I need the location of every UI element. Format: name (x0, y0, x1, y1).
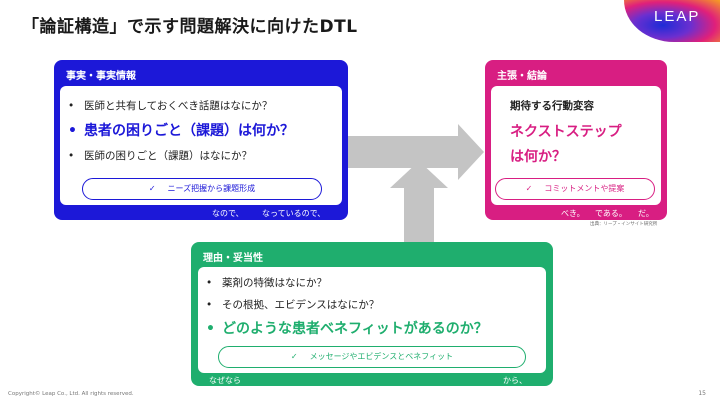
check-icon: ✓ (290, 352, 298, 361)
fact-item-3: 医師の困りごと（課題）はなにか？ (84, 150, 252, 162)
logo-text: LEAP (654, 8, 701, 25)
reason-pill-label: メッセージやエビデンスとベネフィット (309, 352, 454, 361)
list-item: • どのような患者ベネフィットがあるのか？ (206, 318, 488, 338)
source-note: 出典：リープ・インサイト研究所 (590, 222, 658, 227)
claim-footer-1: べき。 (561, 209, 585, 218)
fact-item-2: 患者の困りごと（課題）は何か？ (84, 123, 294, 139)
fact-item-1: 医師と共有しておくべき話題はなにか？ (84, 100, 273, 112)
reason-footer-1: なぜなら (209, 376, 241, 385)
reason-box: 理由・妥当性 • 薬剤の特徴はなにか？ • その根拠、エビデンスはなにか？ • どのよ… (191, 242, 553, 386)
fact-box-content: • 医師と共有しておくべき話題はなにか？ • 患者の困りごと（課題）は何か？ • 医師… (60, 86, 342, 205)
claim-pill-label: コミットメントや提案 (544, 184, 625, 193)
claim-line-3: は何か？ (510, 149, 566, 165)
page-title: 「論証構造」で示す問題解決に向けたDTL (22, 17, 358, 37)
fact-box-heading: 事実・事実情報 (66, 71, 136, 82)
fact-footer-1: なので、 (212, 209, 244, 218)
reason-pill: ✓ メッセージやエビデンスとベネフィット (218, 346, 526, 368)
claim-footer-3: だ。 (638, 209, 654, 218)
claim-box-content: 期待する行動変容 ネクストステップ は何か？ ✓ コミットメントや提案 (491, 86, 661, 205)
list-item: • 医師の困りごと（課題）はなにか？ (68, 148, 252, 163)
reason-item-3: どのような患者ベネフィットがあるのか？ (222, 321, 488, 337)
list-item: • 患者の困りごと（課題）は何か？ (68, 120, 294, 140)
claim-footer-2: である。 (595, 209, 627, 218)
bullet: • (206, 321, 215, 337)
list-item: • その根拠、エビデンスはなにか？ (206, 297, 379, 312)
reason-box-content: • 薬剤の特徴はなにか？ • その根拠、エビデンスはなにか？ • どのような患者ベネフ… (198, 267, 546, 373)
reason-footer-2: から、 (503, 376, 527, 385)
bullet: • (206, 277, 213, 289)
horizontal-arrow-shape (348, 124, 484, 180)
fact-pill: ✓ ニーズ把握から課題形成 (82, 178, 322, 200)
fact-box: 事実・事実情報 • 医師と共有しておくべき話題はなにか？ • 患者の困りごと（課題）… (54, 60, 348, 220)
fact-footer-2: なっているので、 (262, 209, 326, 218)
page-number: 15 (698, 390, 706, 397)
claim-box: 主張・結論 期待する行動変容 ネクストステップ は何か？ ✓ コミットメントや提案… (485, 60, 667, 220)
reason-box-heading: 理由・妥当性 (203, 253, 263, 264)
bullet: • (68, 100, 75, 112)
list-item: • 医師と共有しておくべき話題はなにか？ (68, 98, 272, 113)
bullet: • (206, 299, 213, 311)
claim-line-2: ネクストステップ (510, 124, 622, 140)
reason-item-2: その根拠、エビデンスはなにか？ (222, 299, 380, 311)
list-item: • 薬剤の特徴はなにか？ (206, 275, 327, 290)
vertical-arrow-shape (390, 161, 448, 243)
claim-pill: ✓ コミットメントや提案 (495, 178, 655, 200)
bullet: • (68, 150, 75, 162)
bullet: • (68, 123, 77, 139)
claim-line-1: 期待する行動変容 (510, 100, 594, 112)
fact-pill-label: ニーズ把握から課題形成 (167, 184, 256, 193)
reason-item-1: 薬剤の特徴はなにか？ (222, 277, 327, 289)
check-icon: ✓ (525, 184, 533, 193)
copyright: Copyright© Leap Co., Ltd. All rights res… (8, 391, 134, 397)
check-icon: ✓ (148, 184, 156, 193)
claim-box-heading: 主張・結論 (497, 71, 547, 82)
